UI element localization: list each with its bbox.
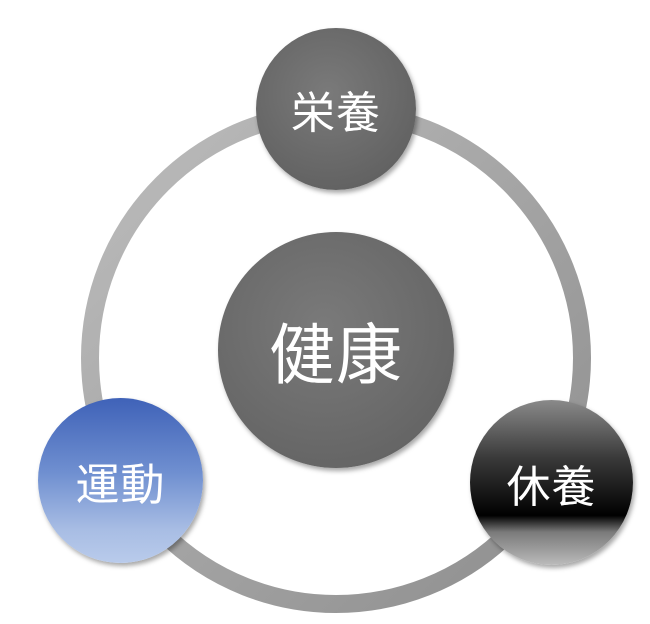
center-label: 健康 bbox=[269, 317, 403, 394]
node-label: 栄養 bbox=[291, 88, 381, 139]
center-node-health: 健康 bbox=[218, 232, 454, 468]
node-rest: 休養 bbox=[470, 400, 633, 565]
node-label: 運動 bbox=[75, 459, 166, 511]
node-label: 休養 bbox=[506, 461, 597, 513]
node-nutrition: 栄養 bbox=[256, 28, 416, 190]
node-exercise: 運動 bbox=[38, 398, 203, 563]
